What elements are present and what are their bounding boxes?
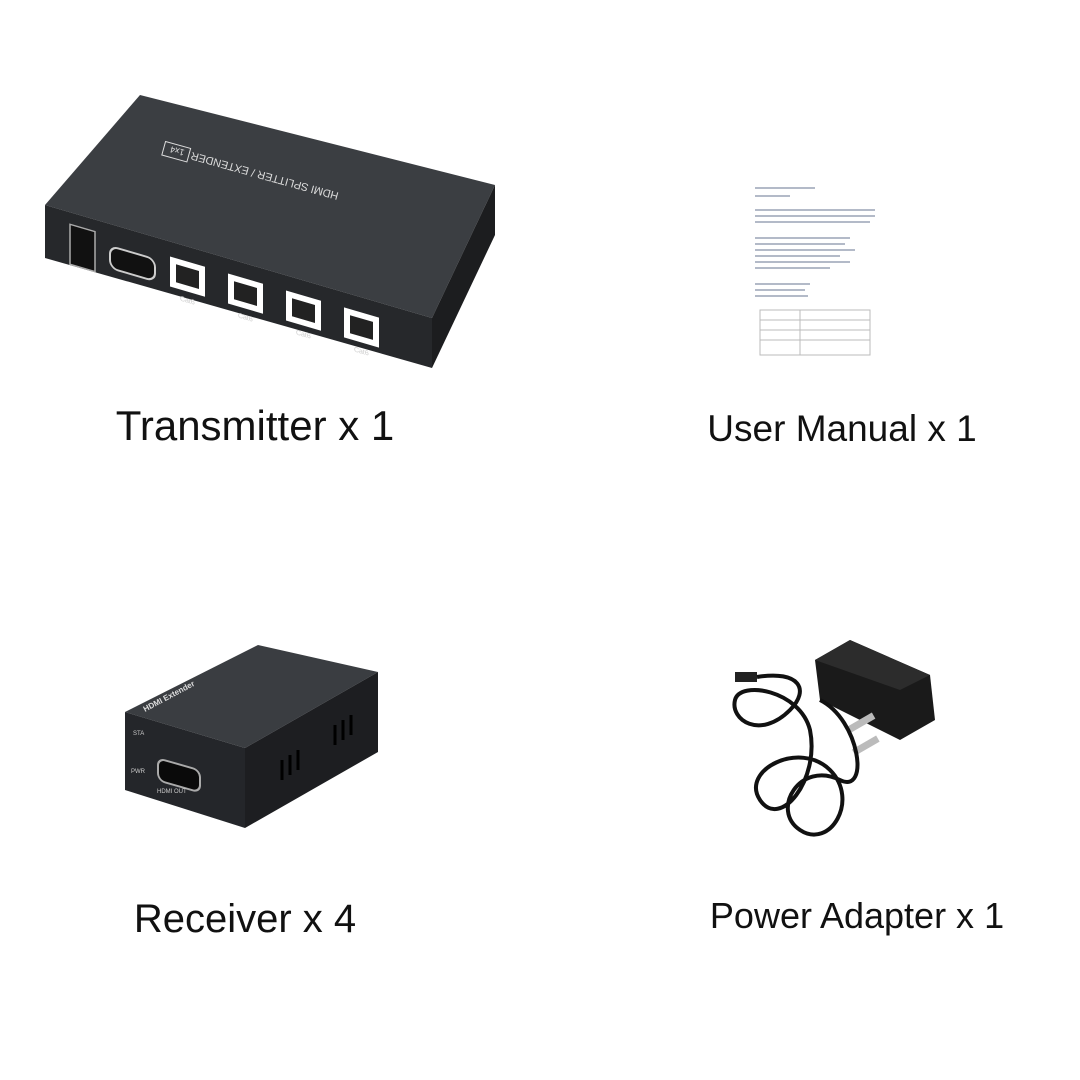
transmitter-image: Cat6 Cat6 Cat6 Cat6 HDMI SPLITTER / EXTE… [45,95,495,368]
model-badge: 1x4 [169,144,186,158]
led-label: STA [133,731,144,737]
receiver-label: Receiver x 4 [133,897,357,941]
led-label: PWR [131,769,146,775]
user-manual-image [750,180,878,360]
transmitter-label: Transmitter x 1 [115,402,395,449]
power-adapter-image [732,640,935,837]
port-label: HDMI OUT [157,789,187,795]
receiver-image: HDMI OUT STA PWR HDMI Extender [125,645,378,828]
power-adapter-label: Power Adapter x 1 [709,895,1005,936]
user-manual-label: User Manual x 1 [707,408,977,449]
